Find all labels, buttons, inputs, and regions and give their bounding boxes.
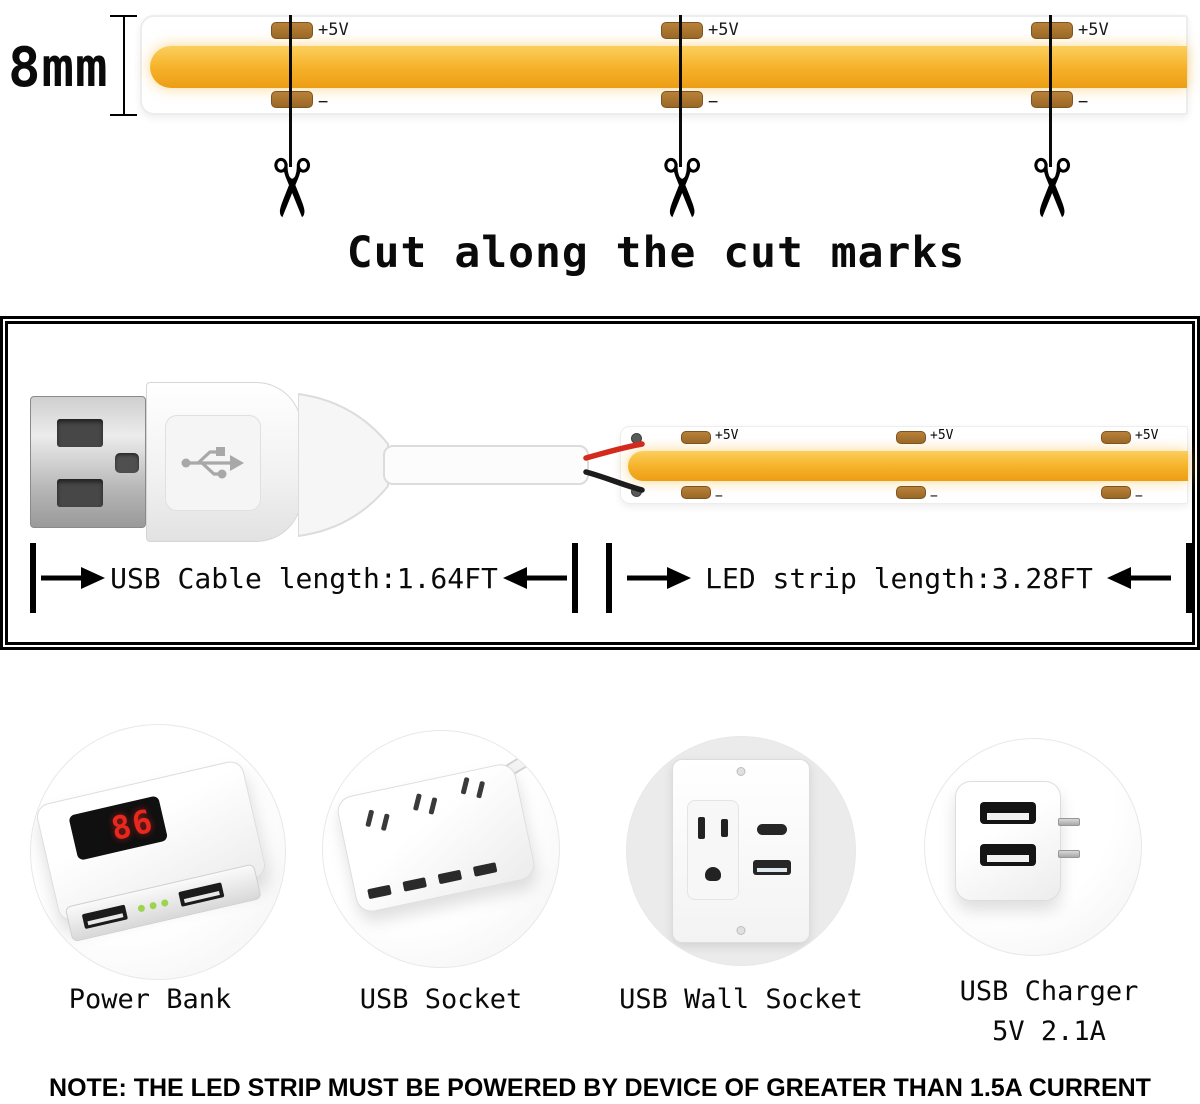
cut-mark-line [289,15,292,167]
arrow-left-icon [502,567,567,589]
solder-pad-negative [681,486,711,499]
pad-label-negative: − [930,489,938,504]
led-strip-length-measure: LED strip length:3.28FT [606,542,1192,614]
solder-pad-positive [1101,431,1131,444]
led-strip-length-label: LED strip length:3.28FT [705,561,1093,595]
power-bank-photo: 86 [30,724,286,980]
power-bank-device: 86 [34,758,268,943]
scissors-icon: ✂ [1004,154,1097,222]
usb-a-port [178,881,225,907]
charger-device [955,781,1080,901]
measure-end-bar [1185,543,1192,613]
arrow-left-icon [1107,567,1172,589]
cut-mark-line [1049,15,1052,167]
arrow-right-icon [626,567,691,589]
usb-wall-socket-photo [626,736,856,966]
battery-percent-value: 86 [107,801,158,849]
pad-label-positive: +5V [1078,20,1109,40]
pad-label-positive: +5V [930,428,954,443]
led-strip-core [628,451,1188,481]
solder-pad-negative [661,91,703,108]
width-measure-cap-bottom [110,114,137,116]
usb-charger-label: USB Charger [959,976,1139,1007]
length-section-frame [0,316,1200,650]
ac-outlet [412,793,438,815]
usb-a-port [81,904,128,929]
usb-a-port [980,844,1036,866]
power-requirement-note: NOTE: THE LED STRIP MUST BE POWERED BY D… [49,1074,1151,1102]
usb-cable-length-label: USB Cable length:1.64FT [110,561,498,595]
led-strip-top: +5V − +5V − +5V − [140,15,1188,115]
wall-plate [672,759,810,943]
usb-cable-length-measure: USB Cable length:1.64FT [30,542,578,614]
width-measure-line [123,16,125,115]
usb-wall-socket-label: USB Wall Socket [619,984,863,1015]
usb-ports-row [367,862,498,900]
usb-charger-photo [924,738,1142,956]
outlet-slot [698,817,705,839]
usb-charger-spec-label: 5V 2.1A [992,1016,1106,1047]
outlet-slot [721,819,728,837]
screw-icon [736,926,746,935]
indicator-leds [137,898,169,913]
battery-display: 86 [68,795,169,861]
solder-pad-negative [896,486,926,499]
cut-instruction-text: Cut along the cut marks [346,228,966,278]
pad-label-negative: − [1078,92,1089,112]
usb-contact-window [57,419,103,447]
pad-label-negative: − [715,489,723,504]
usb-cable-and-wires [298,392,645,538]
width-measure-cap-top [110,15,137,17]
solder-pad-positive [681,431,711,444]
cut-mark-line [679,15,682,167]
solder-pad-negative [271,91,313,108]
strip-width-label: 8mm [8,36,109,99]
pad-label-negative: − [1135,489,1143,504]
pad-label-positive: +5V [708,20,739,40]
measure-end-bar [571,543,578,613]
solder-pad-positive [1031,22,1073,39]
pad-label-negative: − [318,92,329,112]
ac-outlet [687,800,739,900]
solder-pad-negative [1031,91,1073,108]
usb-a-port [980,802,1036,824]
led-strip-middle: +5V − +5V − +5V − [620,426,1188,504]
measure-end-bar [606,543,612,613]
usb-shield-slot [115,453,139,473]
usb-socket-label: USB Socket [359,984,523,1015]
solder-pad-positive [661,22,703,39]
usb-trident-icon [181,447,244,479]
pad-label-negative: − [708,92,719,112]
solder-pad-negative [1101,486,1131,499]
pad-label-positive: +5V [1135,428,1159,443]
ground-hole [705,867,721,881]
usb-plug-body [146,382,302,542]
scissors-icon: ✂ [634,154,727,222]
pad-label-positive: +5V [715,428,739,443]
ac-outlet [460,776,486,799]
pad-label-positive: +5V [318,20,349,40]
ac-outlet [365,809,390,832]
solder-pad-positive [896,431,926,444]
screw-icon [736,767,746,776]
usb-socket-photo [322,730,560,968]
power-strip-device [334,761,538,915]
usb-plug-metal [30,396,146,528]
usb-logo-panel [165,415,261,511]
power-bank-label: Power Bank [68,984,232,1015]
arrow-right-icon [41,567,106,589]
wall-plug-prong [1058,818,1080,826]
solder-pad-positive [271,22,313,39]
wall-plug-prong [1058,850,1080,858]
usb-a-port [753,860,791,875]
power-bank-ports-edge [64,863,262,943]
measure-end-bar [30,543,36,613]
led-strip-core [150,46,1187,88]
usb-contact-window [57,479,103,507]
scissors-icon: ✂ [244,154,337,222]
usb-c-port [757,824,787,835]
